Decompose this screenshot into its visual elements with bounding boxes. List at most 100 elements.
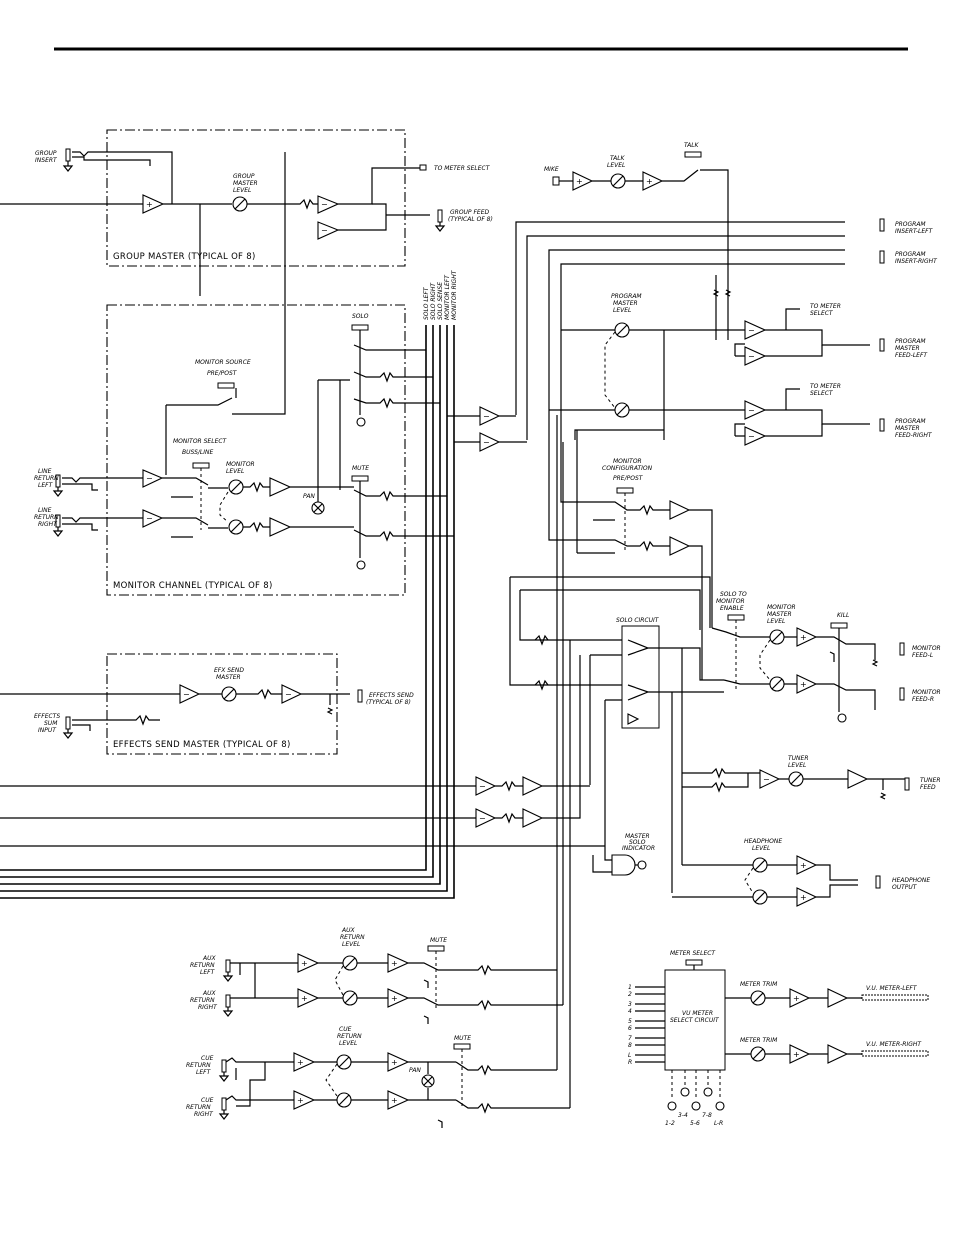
program-master-feed-left-jack bbox=[879, 338, 885, 352]
svg-text:MONITOR LEFT: MONITOR LEFT bbox=[444, 274, 451, 320]
monitor-feed-l-jack bbox=[899, 642, 905, 656]
solo-switch[interactable] bbox=[351, 324, 369, 331]
tuner-feed-jack bbox=[904, 777, 910, 791]
meter-amp-r2 bbox=[827, 1044, 849, 1064]
talk-level-label-2: LEVEL bbox=[607, 162, 625, 169]
talk-amp-2 bbox=[642, 171, 664, 191]
kill-switch[interactable] bbox=[830, 622, 848, 629]
talk-label: TALK bbox=[684, 142, 700, 149]
aux-return-right-label-3: RIGHT bbox=[198, 1004, 218, 1011]
mute-switch[interactable] bbox=[351, 475, 369, 482]
monitor-config-amp-r bbox=[669, 536, 691, 556]
solo-to-monitor-enable-label-3: ENABLE bbox=[720, 605, 744, 612]
vu-meter-select-circuit-label-2: SELECT CIRCUIT bbox=[670, 1017, 720, 1024]
to-meter-select-2-label-2: SELECT bbox=[810, 390, 834, 397]
program-master-feed-left-label-1: PROGRAM bbox=[895, 338, 926, 345]
program-insert-left-jack bbox=[879, 218, 885, 232]
program-insert-right-jack bbox=[879, 250, 885, 264]
aux-mute-switch[interactable] bbox=[427, 945, 445, 952]
monitor-feed-r-label-2: FEED-R bbox=[912, 696, 934, 703]
aux-return-right-jack bbox=[222, 994, 234, 1017]
svg-text:SOLO SENSE: SOLO SENSE bbox=[437, 282, 444, 320]
talk-switch[interactable] bbox=[684, 151, 702, 158]
aux-return-right-label-2: RETURN bbox=[190, 997, 215, 1004]
cue-return-left-label-1: CUE bbox=[201, 1055, 214, 1062]
svg-text:1: 1 bbox=[628, 984, 632, 991]
monitor-configuration-switch[interactable] bbox=[616, 487, 634, 494]
program-amp-l1 bbox=[744, 320, 767, 340]
monitor-master-amp-r bbox=[796, 674, 818, 694]
headphone-output-label-2: OUTPUT bbox=[892, 884, 918, 891]
group-insert-label: GROUP bbox=[35, 150, 57, 157]
return-amp-2 bbox=[475, 808, 497, 828]
svg-text:7-8: 7-8 bbox=[702, 1112, 712, 1119]
line-return-amp-r bbox=[142, 509, 164, 528]
svg-text:L: L bbox=[628, 1052, 631, 1059]
to-meter-select-1-label-2: SELECT bbox=[810, 310, 834, 317]
efx-send-master-label-2: MASTER bbox=[216, 674, 241, 681]
solo-label: SOLO bbox=[352, 313, 369, 320]
group-master-level-label-2: MASTER bbox=[233, 180, 258, 187]
monitor-select-label: MONITOR SELECT bbox=[173, 438, 228, 445]
monitor-feed-l-label-1: MONITOR bbox=[912, 645, 941, 652]
mute-cue-label: MUTE bbox=[454, 1035, 471, 1042]
aux-return-left-jack bbox=[222, 959, 234, 982]
svg-text:L-R: L-R bbox=[714, 1120, 723, 1127]
svg-text:+: + bbox=[800, 861, 807, 870]
monitor-config-amp-l bbox=[669, 500, 691, 520]
vu-meter-select-circuit-label-1: VU METER bbox=[682, 1010, 713, 1017]
monitor-select-switch[interactable] bbox=[192, 462, 210, 469]
effects-sum-input-label-3: INPUT bbox=[38, 727, 57, 734]
svg-text:+: + bbox=[391, 1096, 398, 1105]
cue-return-right-label-2: RETURN bbox=[186, 1104, 211, 1111]
cue-return-right-label-3: RIGHT bbox=[194, 1111, 214, 1118]
svg-text:6: 6 bbox=[628, 1025, 632, 1032]
meter-select-switch[interactable] bbox=[685, 959, 703, 966]
svg-text:R: R bbox=[628, 1059, 632, 1066]
svg-text:+: + bbox=[297, 1058, 304, 1067]
cue-mute-switch[interactable] bbox=[453, 1043, 471, 1050]
group-amp-2 bbox=[317, 195, 340, 214]
tuner-feed-label-2: FEED bbox=[920, 784, 936, 791]
monitor-configuration-label-1: MONITOR bbox=[613, 458, 642, 465]
master-solo-indicator-label-3: INDICATOR bbox=[622, 845, 655, 852]
vu-meter-left-label: V.U. METER-LEFT bbox=[866, 985, 918, 992]
effects-sum-input-label-1: EFFECTS bbox=[34, 713, 60, 720]
efx-amp-1 bbox=[179, 684, 201, 704]
line-return-left-jack bbox=[52, 474, 143, 497]
svg-text:5: 5 bbox=[628, 1018, 632, 1025]
effects-send-jack bbox=[357, 689, 363, 703]
program-insert-right-label-1: PROGRAM bbox=[895, 251, 926, 258]
svg-text:5-6: 5-6 bbox=[690, 1120, 700, 1127]
cue-amp-l1 bbox=[293, 1052, 316, 1072]
cue-return-right-label-1: CUE bbox=[201, 1097, 214, 1104]
meter-amp-r1 bbox=[789, 1044, 811, 1064]
kill-label: KILL bbox=[837, 612, 849, 619]
svg-text:−: − bbox=[479, 782, 486, 791]
monitor-source-switch[interactable] bbox=[217, 382, 235, 389]
vu-meter-left-bar bbox=[861, 994, 929, 1001]
master-solo-indicator-label-2: SOLO bbox=[629, 839, 646, 846]
headphone-output-label-1: HEADPHONE bbox=[892, 877, 930, 884]
monitor-amp-r bbox=[269, 517, 292, 537]
talk-amp-1 bbox=[572, 171, 594, 191]
solo-to-monitor-switch[interactable] bbox=[727, 614, 745, 621]
svg-text:−: − bbox=[483, 438, 490, 447]
line-return-right-label-2: RETURN bbox=[34, 514, 59, 521]
effects-sum-input-label-2: SUM bbox=[44, 720, 58, 727]
buss-line-label: BUSS/LINE bbox=[182, 449, 214, 456]
svg-text:−: − bbox=[483, 412, 490, 421]
svg-text:+: + bbox=[800, 680, 807, 689]
aux-return-right-label-1: AUX bbox=[202, 990, 216, 997]
svg-text:+: + bbox=[391, 994, 398, 1003]
to-meter-select-2-label-1: TO METER bbox=[810, 383, 841, 390]
aux-amp-r2 bbox=[387, 988, 410, 1008]
effects-sum-input-jack bbox=[62, 714, 160, 739]
svg-text:+: + bbox=[793, 994, 800, 1003]
program-master-feed-right-jack bbox=[879, 418, 885, 432]
headphone-level-label-1: HEADPHONE bbox=[744, 838, 782, 845]
svg-text:+: + bbox=[800, 633, 807, 642]
meter-leds: 1-2 3-4 5-6 7-8 L-R bbox=[665, 1070, 725, 1127]
to-meter-select-1-label-1: TO METER bbox=[810, 303, 841, 310]
